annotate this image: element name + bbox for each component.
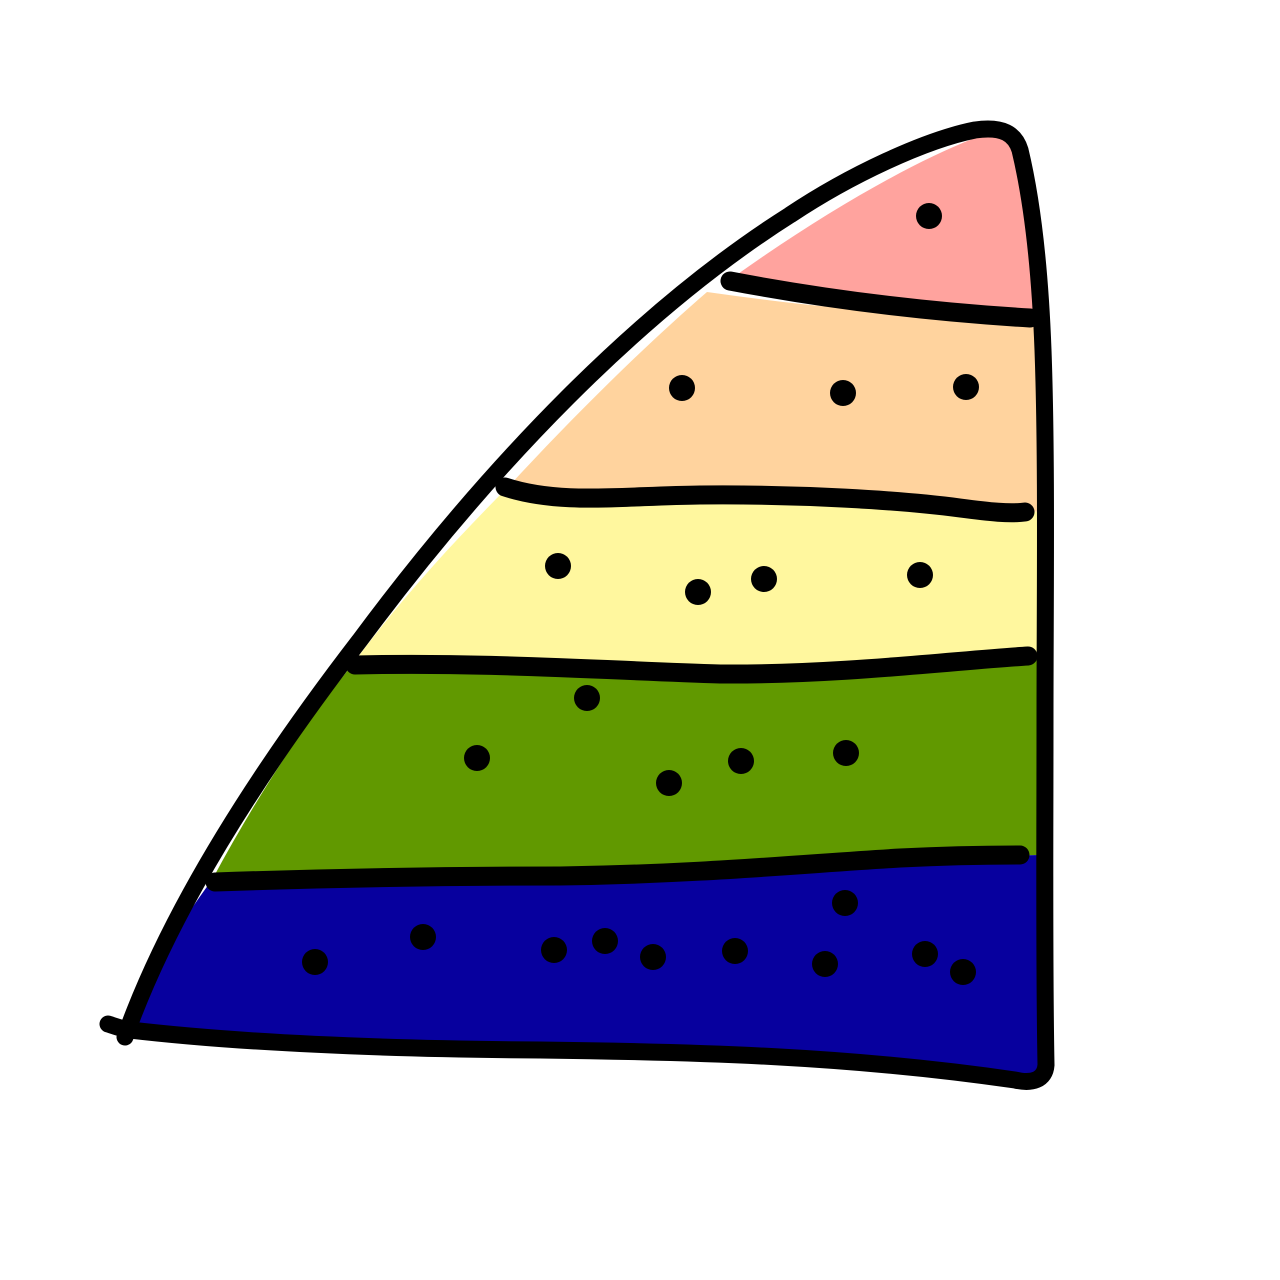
- layer-2-band: [510, 292, 1040, 512]
- layer-2-dot: [669, 375, 695, 401]
- layer-5-dot: [410, 924, 436, 950]
- layer-5-dot: [722, 938, 748, 964]
- layer-3-dot: [751, 566, 777, 592]
- layer-5-dot: [541, 937, 567, 963]
- layer-2: [510, 292, 1040, 512]
- layer-3-dot: [685, 579, 711, 605]
- layer-5-dots: [302, 890, 976, 985]
- layer-5-dot: [812, 951, 838, 977]
- layer-4-dot: [574, 685, 600, 711]
- layer-3: [352, 485, 1040, 670]
- layer-1-band: [728, 134, 1034, 317]
- layer-5-dot: [640, 944, 666, 970]
- divider-line: [720, 271, 1040, 328]
- layer-5: [130, 855, 1043, 1078]
- layer-5-band: [130, 855, 1043, 1078]
- layer-4-dot: [656, 770, 682, 796]
- layer-3-dot: [907, 562, 933, 588]
- layer-4-dot: [464, 745, 490, 771]
- layer-2-dot: [953, 374, 979, 400]
- layer-4-dots: [464, 685, 859, 796]
- layer-1: [728, 134, 1034, 317]
- layer-4-dot: [833, 740, 859, 766]
- layer-1-dots: [916, 203, 942, 229]
- layer-4-band: [212, 655, 1040, 880]
- layer-5-dot: [832, 890, 858, 916]
- layer-5-dot: [912, 941, 938, 967]
- divider-line: [345, 646, 1038, 684]
- layer-5-dot: [592, 928, 618, 954]
- layer-1-dot: [916, 203, 942, 229]
- layer-5-dot: [950, 959, 976, 985]
- divider-line: [495, 477, 1035, 523]
- layer-4: [212, 655, 1040, 880]
- layer-3-dot: [545, 553, 571, 579]
- layer-4-dot: [728, 748, 754, 774]
- divider-line: [205, 845, 1030, 892]
- pyramid-outline: [99, 120, 1055, 1090]
- layer-2-dot: [830, 380, 856, 406]
- layer-5-dot: [302, 949, 328, 975]
- layer-3-band: [352, 485, 1040, 670]
- layer-3-dots: [545, 553, 933, 605]
- layer-2-dots: [669, 374, 979, 406]
